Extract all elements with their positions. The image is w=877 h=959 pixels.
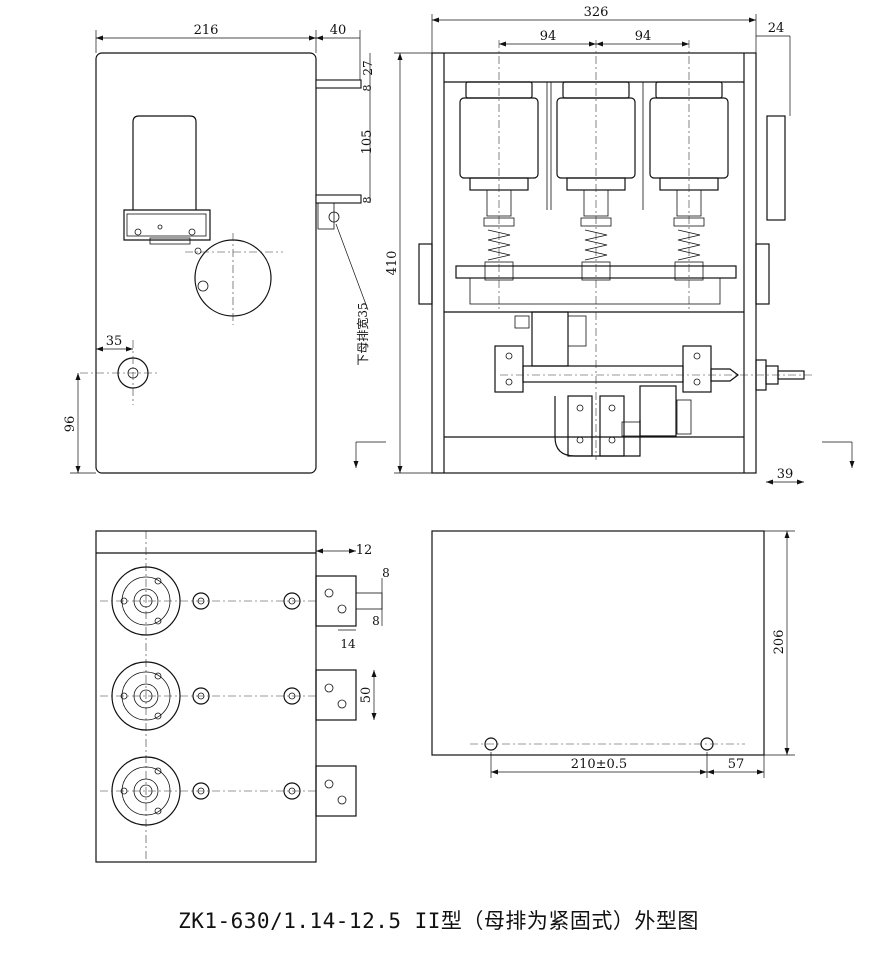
dim-front-width: 326 bbox=[584, 5, 609, 20]
dim-side-busbar-spacing: 105 bbox=[360, 130, 375, 155]
top-view bbox=[95, 530, 383, 863]
dim-side-busbar-thick-bottom: 8 bbox=[361, 197, 374, 204]
lower-busbar-note: 下母排宽35 bbox=[355, 302, 370, 365]
dim-front-shaft-offset: 39 bbox=[777, 467, 794, 482]
dim-bottom-hole-edge: 57 bbox=[728, 757, 745, 772]
dim-side-width: 216 bbox=[194, 23, 219, 38]
bottom-view bbox=[431, 530, 795, 778]
dim-side-hole-offset: 35 bbox=[106, 334, 123, 349]
front-view bbox=[353, 14, 855, 485]
drawing-title: ZK1-630/1.14-12.5 II型（母排为紧固式）外型图 bbox=[178, 909, 699, 933]
dim-top-busbar-width: 14 bbox=[340, 637, 356, 651]
dim-side-busbar-offset: 40 bbox=[330, 23, 347, 38]
dim-front-pole-pitch-right: 94 bbox=[635, 29, 652, 44]
dim-front-pole-pitch-left: 94 bbox=[540, 29, 557, 44]
dim-side-busbar-thick-top: 8 bbox=[361, 85, 374, 92]
dim-side-hole-height: 96 bbox=[63, 416, 78, 433]
pole-1 bbox=[459, 81, 539, 281]
side-view bbox=[70, 30, 371, 474]
dim-bottom-hole-spacing: 210±0.5 bbox=[571, 757, 627, 772]
dim-top-busbar-thick-b: 8 bbox=[372, 614, 380, 628]
dim-top-busbar-gap: 12 bbox=[356, 543, 373, 558]
flange-row-1 bbox=[100, 566, 316, 636]
dim-top-terminal-width: 50 bbox=[359, 687, 374, 704]
dim-side-top-gap: 27 bbox=[361, 60, 375, 75]
flange-row-2 bbox=[100, 661, 316, 731]
dim-top-busbar-thick-a: 8 bbox=[382, 566, 390, 580]
dim-bottom-depth: 206 bbox=[772, 630, 787, 655]
flange-row-3 bbox=[100, 756, 316, 826]
dim-front-right-flange: 24 bbox=[768, 21, 785, 36]
dimension-labels: 216 40 27 8 105 8 35 96 下母排宽35 326 94 94… bbox=[63, 5, 793, 772]
dim-front-height: 410 bbox=[385, 251, 400, 276]
